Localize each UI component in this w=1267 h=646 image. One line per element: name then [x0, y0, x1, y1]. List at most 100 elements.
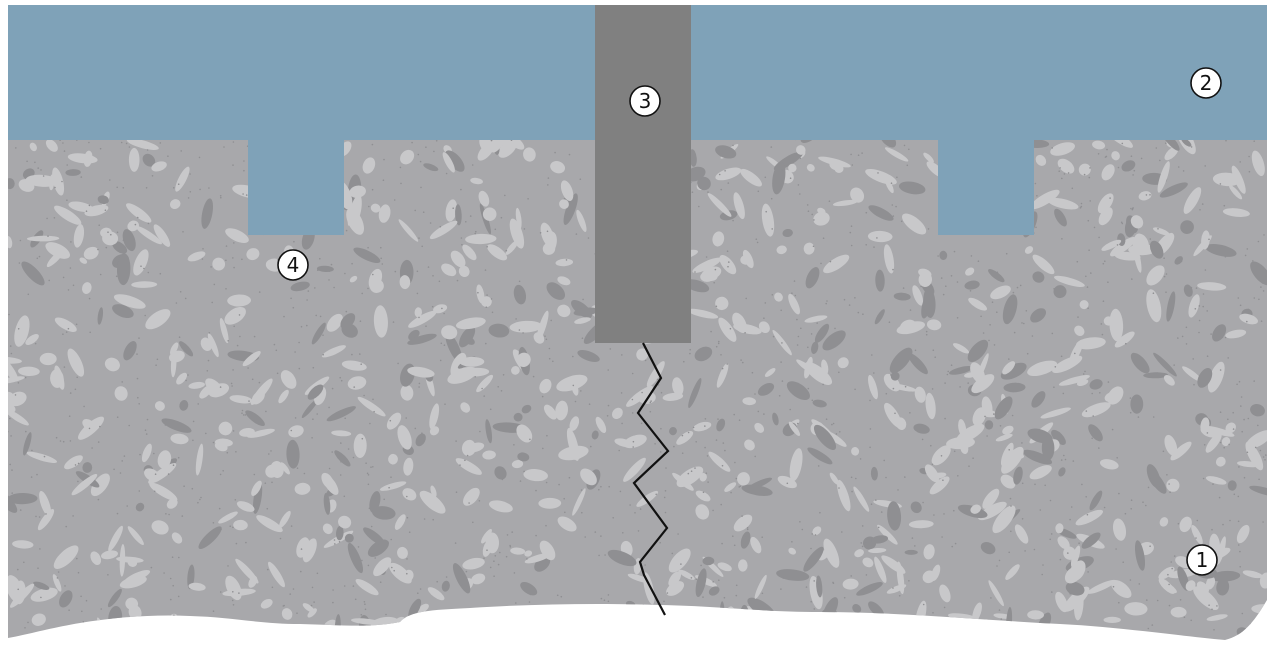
aggregate-dot: [144, 314, 146, 317]
aggregate-dot: [629, 504, 631, 506]
aggregate-dot: [231, 599, 234, 602]
aggregate-dot: [811, 533, 813, 535]
aggregate-stone: [296, 537, 310, 558]
aggregate-dot: [147, 222, 150, 225]
aggregate-dot: [1196, 519, 1199, 522]
aggregate-dot: [244, 414, 247, 416]
aggregate-dot: [245, 541, 247, 544]
aggregate-stone: [707, 193, 732, 217]
aggregate-dot: [692, 426, 695, 429]
aggregate-stone: [823, 538, 840, 568]
aggregate-dot: [406, 558, 408, 560]
aggregate-dot: [951, 545, 953, 548]
aggregate-dot: [967, 382, 969, 384]
aggregate-stone: [8, 354, 19, 382]
aggregate-dot: [1117, 166, 1120, 169]
aggregate-dot: [72, 284, 75, 287]
aggregate-dot: [626, 554, 628, 556]
aggregate-dot: [443, 312, 445, 315]
aggregate-dot: [331, 387, 334, 390]
aggregate-stone: [256, 515, 283, 533]
aggregate-dot: [212, 522, 215, 524]
aggregate-dot: [1206, 310, 1208, 312]
aggregate-dot: [123, 455, 126, 457]
aggregate-stone: [175, 166, 190, 192]
aggregate-dot: [369, 422, 371, 425]
aggregate-stone: [636, 348, 649, 361]
aggregate-dot: [1145, 194, 1148, 196]
aggregate-dot: [875, 499, 877, 501]
aggregate-dot: [165, 418, 168, 421]
aggregate-stone: [904, 549, 918, 555]
aggregate-dot: [67, 289, 70, 291]
aggregate-dot: [463, 619, 465, 622]
aggregate-dot: [1121, 142, 1124, 145]
aggregate-dot: [181, 515, 184, 517]
aggregate-stone: [862, 635, 882, 640]
aggregate-dot: [894, 412, 896, 415]
aggregate-dot: [253, 335, 256, 338]
aggregate-dot: [687, 431, 690, 434]
aggregate-stone: [441, 580, 450, 592]
aggregate-dot: [62, 440, 65, 443]
aggregate-stone: [366, 630, 381, 640]
aggregate-dot: [1026, 352, 1029, 355]
aggregate-stone: [471, 573, 486, 585]
aggregate-stone: [195, 443, 204, 476]
aggregate-dot: [664, 511, 667, 514]
aggregate-dot: [641, 391, 643, 394]
aggregate-dot: [483, 557, 485, 559]
aggregate-stone: [668, 571, 682, 587]
aggregate-stone: [188, 381, 205, 389]
aggregate-dot: [909, 309, 912, 311]
aggregate-stone: [1079, 300, 1089, 310]
aggregate-dot: [210, 201, 213, 204]
aggregate-stone: [889, 633, 904, 640]
aggregate-dot: [99, 425, 101, 428]
aggregate-dot: [516, 634, 519, 636]
aggregate-stone: [64, 455, 83, 470]
aggregate-stone: [569, 416, 580, 431]
aggregate-stone: [311, 322, 326, 345]
aggregate-dot: [491, 311, 494, 314]
aggregate-stone: [373, 305, 388, 338]
aggregate-dot: [1248, 170, 1251, 173]
aggregate-dot: [1155, 147, 1158, 149]
aggregate-dot: [732, 144, 734, 147]
aggregate-stone: [717, 562, 732, 572]
aggregate-dot: [544, 335, 546, 338]
aggregate-dot: [1086, 286, 1089, 288]
aggregate-dot: [1023, 322, 1025, 325]
aggregate-dot: [138, 403, 140, 405]
aggregate-stone: [487, 244, 508, 261]
aggregate-stone: [326, 313, 343, 332]
aggregate-stone: [646, 361, 665, 388]
aggregate-dot: [848, 304, 851, 306]
aggregate-dot: [1053, 386, 1055, 389]
aggregate-stone: [732, 312, 747, 333]
aggregate-dot: [66, 199, 68, 201]
aggregate-stone: [169, 199, 181, 210]
aggregate-dot: [770, 146, 773, 148]
aggregate-dot: [231, 385, 233, 387]
aggregate-dot: [846, 635, 849, 638]
aggregate-dot: [339, 474, 342, 476]
aggregate-dot: [580, 489, 583, 491]
aggregate-stone: [26, 451, 58, 463]
aggregate-stone: [477, 141, 495, 161]
aggregate-dot: [77, 462, 80, 465]
aggregate-dot: [62, 276, 65, 279]
aggregate-stone: [39, 490, 52, 517]
aggregate-dot: [1190, 286, 1193, 289]
aggregate-stone: [776, 245, 787, 255]
aggregate-dot: [598, 554, 600, 557]
aggregate-dot: [720, 354, 722, 356]
aggregate-dot: [799, 157, 801, 160]
aggregate-stone: [407, 333, 437, 345]
aggregate-stone: [788, 163, 797, 173]
aggregate-dot: [828, 200, 831, 202]
aggregate-dot: [770, 197, 773, 200]
aggregate-stone: [126, 203, 152, 223]
aggregate-dot: [1013, 331, 1016, 334]
aggregate-stone: [208, 633, 223, 640]
